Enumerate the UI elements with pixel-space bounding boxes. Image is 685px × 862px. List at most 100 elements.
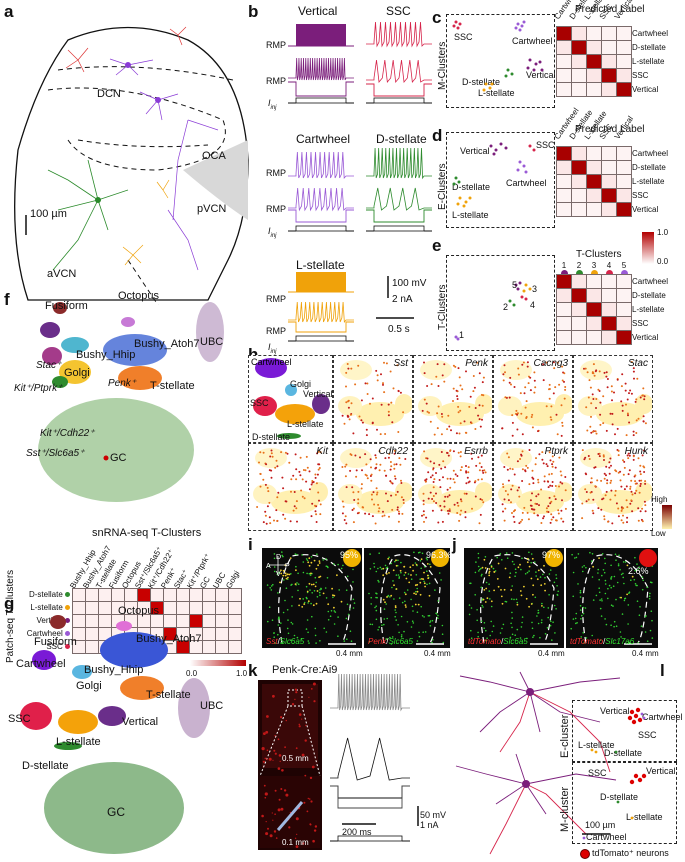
axis-d: D <box>276 554 282 561</box>
matrix-cell <box>601 160 617 175</box>
colorbar-h <box>662 505 672 529</box>
matrix-cell <box>556 40 572 55</box>
rmp-label: RMP <box>266 168 286 178</box>
j2-stain: tdTomato/Slc17a6 <box>570 637 635 646</box>
t-cluster-number: 1 <box>559 261 569 277</box>
matrix-cell <box>616 26 632 41</box>
h-tile-clusters <box>248 355 333 443</box>
e-cluster-scatter <box>452 142 536 208</box>
matrix-cell <box>586 160 602 175</box>
matrix-cell <box>616 316 632 331</box>
trace-area <box>288 21 432 342</box>
matrix-cell <box>556 160 572 175</box>
f-matrix-cell <box>228 640 242 654</box>
colorbar-h-low: Low <box>651 529 666 538</box>
matrix-cell <box>601 146 617 161</box>
rmp-label: RMP <box>266 294 286 304</box>
integrated-umap-g <box>20 615 210 854</box>
region-oca: OCA <box>202 150 226 162</box>
matrix-cell <box>556 68 572 83</box>
k-scale1: 0.5 mm <box>282 754 309 763</box>
f-matrix-cell <box>228 614 242 628</box>
matrix-row-label: SSC <box>632 71 649 80</box>
t-clusters-header: T-Clusters <box>576 249 622 260</box>
matrix-cell <box>556 188 572 203</box>
tc-label-3: 3 <box>532 284 538 294</box>
micrograph-overlay <box>266 549 657 645</box>
matrix-cell <box>556 26 572 41</box>
ec-label-lstellate: L-stellate <box>452 210 489 220</box>
f-matrix-cell <box>137 601 151 615</box>
matrix-cell <box>586 26 602 41</box>
panel-label-e: e <box>432 236 442 255</box>
matrix-cell <box>571 174 587 189</box>
f-matrix-cell <box>215 627 229 641</box>
matrix-cell <box>616 68 632 83</box>
l-m-ssc: SSC <box>588 768 607 778</box>
g-label-vertical: Vertical <box>122 716 159 728</box>
matrix-cell <box>556 174 572 189</box>
ec-label-ssc: SSC <box>536 140 555 150</box>
f-matrix-cell <box>176 640 190 654</box>
scale-j1: 0.4 mm <box>538 649 565 658</box>
matrix-cell <box>571 202 587 217</box>
gene-tile: Kit <box>248 443 333 531</box>
f-matrix-cell <box>98 627 112 641</box>
colorbar-f-max: 1.0 <box>236 669 248 678</box>
matrix-cell <box>601 174 617 189</box>
matrix-cell <box>616 40 632 55</box>
matrix-row-label: L-stellate <box>632 57 665 66</box>
colorbar-e <box>642 232 654 264</box>
matrix-row-label: D-stellate <box>632 43 666 52</box>
matrix-cell <box>586 274 602 289</box>
colorbar-h-high: High <box>651 495 668 504</box>
g-label-cartwheel: Cartwheel <box>16 658 66 670</box>
f-matrix-cell <box>215 640 229 654</box>
ec-label-vertical: Vertical <box>460 146 490 156</box>
panel-label-l: l <box>660 661 665 680</box>
matrix-cell <box>586 40 602 55</box>
scale-bar-current: 2 nA <box>392 294 413 305</box>
cell-title-vertical: Vertical <box>298 4 338 18</box>
l-e-lstellate: L-stellate <box>578 740 615 750</box>
f-matrix-row-label: Cartwheel <box>27 627 70 640</box>
l-e-cluster-axis: E-cluster <box>559 714 571 758</box>
t-cluster-number: 4 <box>604 261 614 277</box>
gene-tile: Penk <box>413 355 493 443</box>
f-matrix-cell <box>215 601 229 615</box>
i1-stain: Sst/Slc6a5 <box>266 637 305 646</box>
matrix-cell <box>616 82 632 97</box>
cell-title-cartwheel: Cartwheel <box>296 132 351 146</box>
f-matrix-row-label: SSC <box>46 640 70 653</box>
i2-stain: Penk/Slc6a5 <box>368 637 413 646</box>
tc-label-5: 5 <box>512 280 518 290</box>
matrix-cell <box>616 274 632 289</box>
g-label-lstellate: L-stellate <box>56 736 101 748</box>
k-scale-m: 100 µm <box>585 820 616 830</box>
tc-label-1: 1 <box>459 330 465 340</box>
matrix-cell <box>601 274 617 289</box>
matrix-cell <box>616 160 632 175</box>
f-matrix-cell <box>72 588 86 602</box>
matrix-cell <box>616 146 632 161</box>
m-cluster-box <box>446 14 555 108</box>
f-label-octopus: Octopus <box>118 290 159 302</box>
panel-label-a: a <box>4 2 14 21</box>
h-label-cartwheel: Cartwheel <box>251 357 292 367</box>
matrix-cell <box>601 68 617 83</box>
ec-label-cartwheel: Cartwheel <box>506 178 547 188</box>
gene-tile: Esrrb <box>413 443 493 531</box>
f-matrix-cell <box>228 601 242 615</box>
l-m-lstellate: L-stellate <box>626 812 663 822</box>
gene-tile: Hunk <box>573 443 653 531</box>
gene-tile: Cdh22 <box>333 443 413 531</box>
matrix-row-label: Cartwheel <box>632 149 669 158</box>
f-matrix-row-label: Vertical <box>37 614 70 627</box>
colorbar-f-min: 0.0 <box>186 669 198 678</box>
matrix-cell <box>556 274 572 289</box>
matrix-cell <box>586 54 602 69</box>
f-label-kit-ptprk: Kit⁺/Ptprk⁺ <box>14 383 63 394</box>
rmp-label: RMP <box>266 204 286 214</box>
